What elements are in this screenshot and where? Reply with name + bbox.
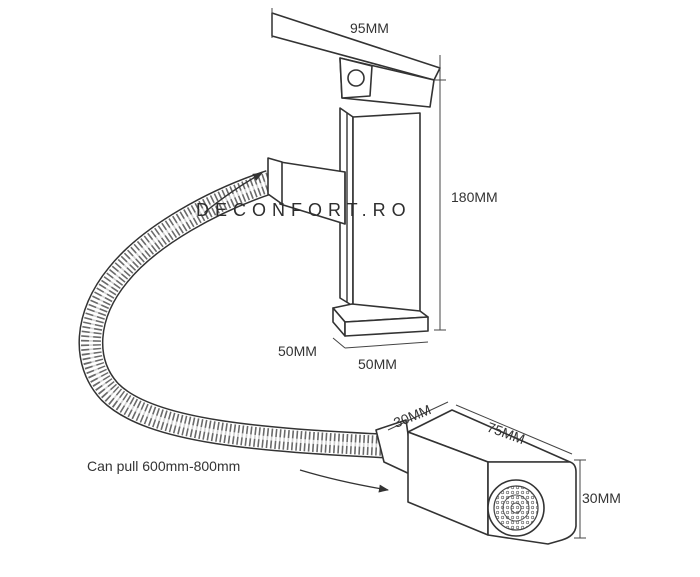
watermark: DECONFORT.RO	[196, 200, 412, 220]
dimension-lines	[271, 8, 586, 539]
dimension-head-side: 30MM	[582, 490, 621, 506]
flexible-hose	[78, 170, 387, 459]
dimension-body-height: 180MM	[451, 189, 498, 205]
lever-handle	[271, 12, 441, 108]
pull-arrows	[204, 172, 389, 493]
aerator	[487, 479, 545, 537]
spray-head	[375, 409, 577, 545]
hose-note: Can pull 600mm-800mm	[87, 458, 240, 474]
arrow-right-icon	[299, 469, 389, 493]
faucet-body	[339, 107, 421, 314]
dimension-lever-width: 95MM	[350, 20, 389, 36]
spout	[267, 157, 346, 225]
lever-hole	[347, 69, 365, 87]
arrow-up-icon	[204, 172, 263, 213]
dimension-base-bottom: 50MM	[358, 356, 397, 372]
dimension-base-left: 50MM	[278, 343, 317, 359]
faucet-base	[332, 303, 429, 337]
